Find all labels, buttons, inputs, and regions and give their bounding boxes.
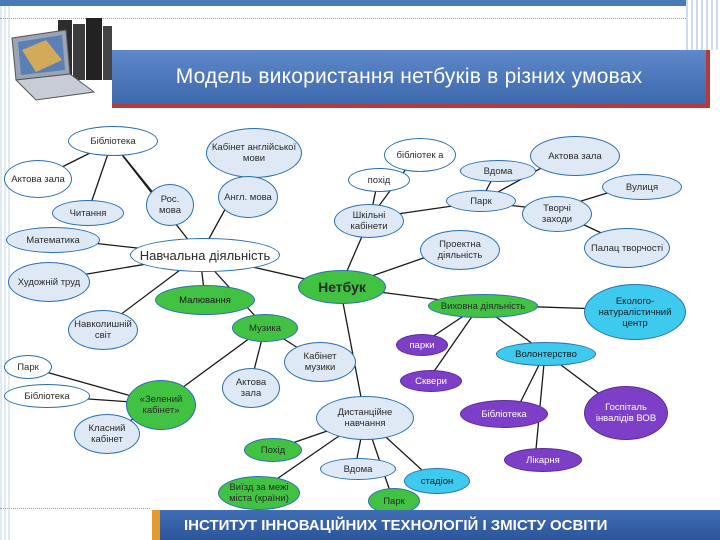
- node-drawing: Малювання: [155, 285, 255, 315]
- top-divider: [0, 18, 720, 20]
- node-green-room: «Зелений кабінет»: [126, 380, 196, 430]
- footer-text: ІНСТИТУТ ІННОВАЦІЙНИХ ТЕХНОЛОГІЙ І ЗМІСТ…: [184, 516, 608, 534]
- footer-accent: [152, 510, 160, 540]
- node-music-room: Кабінет музики: [284, 342, 356, 382]
- node-upbringing: Виховна діяльність: [428, 294, 538, 318]
- node-school-rooms: Шкільні кабінети: [334, 204, 404, 238]
- node-project: Проектна діяльність: [420, 230, 500, 270]
- node-math: Математика: [6, 227, 100, 253]
- node-home-tr: Вдома: [460, 160, 536, 182]
- node-assembly-hall-right: Актова зала: [530, 136, 620, 176]
- node-stadium: стадіон: [404, 468, 470, 494]
- node-parks: парки: [396, 334, 448, 356]
- node-distance: Дистанційне навчання: [316, 396, 414, 440]
- node-english-room: Кабінет англійської мови: [206, 128, 302, 178]
- node-home-bottom: Вдома: [320, 458, 396, 480]
- node-russian: Рос. мова: [146, 184, 194, 226]
- node-hospital: Госпіталь інвалідів ВОВ: [584, 386, 668, 440]
- node-travel: Виїзд за межі міста (країни): [218, 476, 300, 510]
- footer-divider: [0, 508, 150, 510]
- title-banner: Модель використання нетбуків в різних ум…: [112, 50, 710, 108]
- node-trip-bottom: Похід: [244, 438, 302, 462]
- node-trip-tr: похід: [348, 168, 410, 192]
- node-palace: Палац творчості: [584, 228, 670, 268]
- node-volunteer: Волонтерство: [496, 342, 596, 366]
- page-title: Модель використання нетбуків в різних ум…: [175, 65, 643, 88]
- decor-stripe-left: [0, 0, 12, 540]
- node-park-bottom: Парк: [368, 488, 420, 514]
- laptop-books-icon: [6, 16, 114, 102]
- footer-banner: ІНСТИТУТ ІННОВАЦІЙНИХ ТЕХНОЛОГІЙ І ЗМІСТ…: [160, 510, 720, 540]
- node-learning: Навчальна діяльність: [130, 238, 280, 272]
- node-park-right: Парк: [446, 190, 516, 212]
- node-library-br: Бібліотека: [460, 400, 548, 428]
- node-library-left: Бібліотека: [4, 384, 90, 408]
- node-squares: Сквери: [400, 370, 462, 392]
- node-assembly-hall-left: Актова зала: [4, 160, 72, 198]
- node-music: Музика: [232, 314, 298, 342]
- node-street: Вулиця: [602, 174, 682, 200]
- node-creative: Творчі заходи: [522, 196, 592, 232]
- node-library-top: Бібліотека: [68, 126, 158, 156]
- node-park-left: Парк: [4, 355, 52, 379]
- top-bar: [0, 0, 720, 6]
- node-clinic: Лікарня: [504, 448, 582, 472]
- node-reading: Читання: [52, 200, 124, 226]
- node-assembly-hall-mid: Актова зала: [222, 368, 280, 408]
- node-netbook: Нетбук: [298, 270, 386, 304]
- node-eco: Еколого-натуралістичний центр: [584, 284, 686, 340]
- node-art-work: Художній труд: [8, 262, 90, 302]
- node-class-room: Класний кабінет: [74, 414, 140, 454]
- node-library-tr: бібліотек а: [384, 138, 456, 172]
- decor-stripe-right: [686, 0, 720, 50]
- node-english-lang: Англ. мова: [218, 176, 278, 218]
- node-world: Навколишній світ: [68, 310, 138, 350]
